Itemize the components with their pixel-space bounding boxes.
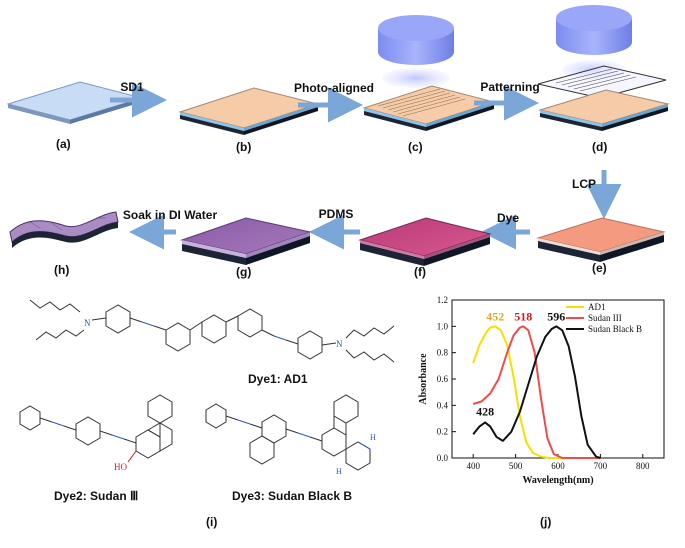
step-label-d: (d) — [592, 140, 607, 154]
x-tick-label: 600 — [551, 461, 565, 471]
arrow-label-photo-aligned: Photo-aligned — [294, 81, 374, 95]
series-line-sudan-iii — [472, 325, 601, 459]
peak-annotation: 596 — [547, 310, 565, 324]
step-label-h: (h) — [54, 263, 69, 277]
arrow-label-patterning: Patterning — [480, 80, 539, 94]
atom-hn-2: H — [336, 467, 342, 476]
legend-label: AD1 — [588, 302, 606, 312]
arrow-label-lcp: LCP — [572, 177, 596, 191]
substrate-c — [362, 85, 496, 131]
arrow-dye: Dye — [481, 211, 530, 250]
step-label-b: (b) — [236, 140, 251, 154]
y-tick-label: 0.6 — [437, 374, 449, 384]
x-tick-label: 800 — [636, 461, 650, 471]
photomask-d — [537, 65, 667, 99]
substrate-e — [536, 217, 666, 262]
arrow-photo-aligned: Photo-aligned — [294, 81, 374, 123]
y-tick-label: 1.0 — [437, 321, 449, 331]
structure-dye2 — [19, 394, 173, 463]
series-line-ad1 — [472, 325, 601, 459]
step-label-f: (f) — [414, 265, 426, 279]
substrate-d — [538, 89, 670, 131]
step-label-g: (g) — [236, 265, 251, 279]
y-tick-label: 1.2 — [437, 295, 448, 305]
x-tick-label: 700 — [594, 461, 608, 471]
panel-label-j: (j) — [540, 515, 551, 529]
peak-annotation: 452 — [486, 310, 504, 324]
arrow-label-pdms: PDMS — [319, 207, 354, 221]
x-axis-label: Wavelength(nm) — [522, 475, 593, 486]
step-label-a: (a) — [56, 137, 71, 151]
atom-hn-1: H — [370, 433, 376, 442]
arrow-label-dye: Dye — [497, 211, 519, 225]
arrow-pdms: PDMS — [309, 207, 360, 250]
panel-label-i: (i) — [206, 515, 217, 529]
y-tick-label: 0.8 — [437, 348, 449, 358]
peak-annotation: 518 — [514, 310, 532, 324]
y-axis-label: Absorbance — [418, 353, 429, 405]
substrate-b — [178, 87, 320, 135]
structure-dye1: N N — [29, 299, 395, 363]
atom-n-right: N — [336, 339, 343, 349]
arrow-lcp: LCP — [572, 170, 622, 219]
absorbance-chart: 400 500 600 700 800 0.0 0.2 0.4 0.6 0.8 1.0 1.2Wave… — [418, 295, 665, 486]
substrate-a — [6, 81, 144, 124]
structure-dye3 — [205, 394, 371, 471]
arrow-label-sd1: SD1 — [120, 80, 144, 94]
substrate-g — [180, 217, 312, 265]
arrow-sd1: SD1 — [110, 80, 167, 118]
substrate-f — [358, 217, 492, 266]
arrow-patterning: Patterning — [474, 80, 540, 121]
step-label-c: (c) — [408, 140, 423, 154]
dye2-caption: Dye2: Sudan Ⅲ — [54, 489, 138, 503]
arrow-label-soak: Soak in DI Water — [123, 208, 218, 222]
y-tick-label: 0.2 — [437, 427, 448, 437]
atom-n-left: N — [84, 318, 91, 328]
atom-ho: HO — [114, 462, 127, 472]
step-label-e: (e) — [592, 261, 607, 275]
legend-label: Sudan Black B — [588, 324, 642, 334]
dye3-caption: Dye3: Sudan Black B — [232, 489, 352, 503]
y-tick-label: 0.4 — [437, 400, 449, 410]
y-tick-label: 0.0 — [437, 453, 449, 463]
film-h — [9, 211, 119, 248]
legend-label: Sudan III — [588, 313, 622, 323]
dye1-caption: Dye1: AD1 — [248, 372, 308, 386]
peak-annotation: 428 — [476, 405, 494, 419]
light-source-c — [378, 15, 454, 88]
arrow-soak: Soak in DI Water — [123, 208, 218, 250]
series-line-sudan-black-b — [472, 325, 601, 459]
x-tick-label: 500 — [509, 461, 523, 471]
x-tick-label: 400 — [466, 461, 480, 471]
